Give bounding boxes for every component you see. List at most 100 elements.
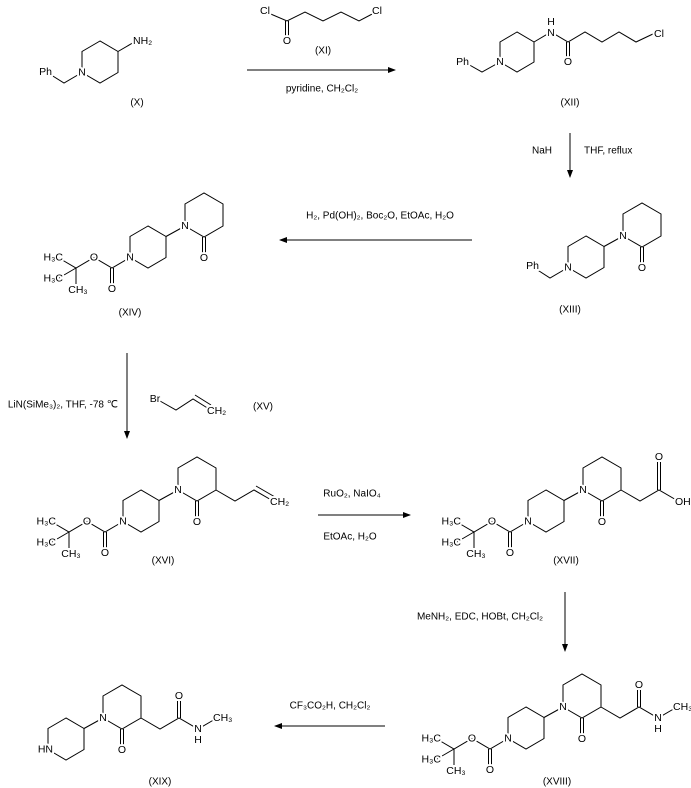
lactam-ring [177, 456, 217, 502]
ring-link-bond [158, 489, 179, 501]
methyl-label: H₃C [37, 516, 57, 528]
boc-bonds [50, 520, 124, 533]
compound-label: (XII) [561, 98, 580, 109]
structure: N O N O O H₃C H₃C CH₃ O OH [440, 449, 691, 562]
compound-xviii: N O N O O H₃C H₃C CH₃ O N H CH₃ (XVIII) [420, 673, 691, 788]
reagent-text: MeNH₂, EDC, HOBt, CH₂Cl₂ [417, 612, 543, 623]
reagent-text: RuO₂, NaIO₄ [323, 489, 380, 500]
lactam-piperidine-core: N O [129, 192, 224, 269]
methylene-label: CH₂ [207, 405, 226, 417]
piperidine-ring [499, 31, 535, 73]
amine-label: HN [38, 744, 53, 756]
atom-cl: Cl [372, 5, 382, 17]
atom-n: N [99, 712, 107, 724]
methyl-label: H₃C [44, 252, 64, 264]
compound-label: (XIII) [559, 305, 581, 316]
ring-link-bond [563, 489, 584, 501]
methyl-label: H₃C [442, 516, 462, 528]
allyl-bonds [215, 489, 274, 502]
atom-h: H [547, 16, 555, 28]
atom-n: N [619, 230, 627, 242]
boc-bonds [57, 256, 131, 269]
compound-xvii: N O N O O H₃C H₃C CH₃ O OH (XVII) [440, 449, 691, 567]
atom-o: O [283, 35, 291, 47]
reagent-text: pyridine, CH₂Cl₂ [286, 84, 358, 95]
phenyl-label: Ph [456, 56, 469, 68]
methylamide-side-chain: O N H CH₃ [140, 688, 234, 748]
structure: N O N O O H₃C H₃C CH₃ CH₂ [35, 456, 291, 563]
atom-br: Br [150, 393, 161, 405]
compound-label: (XIV) [119, 308, 142, 319]
atom-o: O [486, 764, 494, 776]
benzyl-bonds [535, 267, 569, 279]
atom-n: N [119, 516, 127, 528]
lactam-ring [582, 456, 622, 502]
ring-link-bond [83, 717, 104, 729]
acid-bonds [620, 489, 679, 502]
benzyl-bonds [47, 72, 83, 84]
boc-group: N O O H₃C H₃C CH₃ [35, 514, 129, 563]
methyl-label: CH₃ [466, 548, 485, 560]
atom-o: O [175, 690, 183, 702]
boc-group: N O O H₃C H₃C CH₃ [42, 250, 136, 299]
lactam-ring [562, 673, 602, 719]
compound-label: (XVI) [152, 556, 175, 567]
compound-xv: Br CH₂ (XV) [148, 391, 273, 419]
methyl-label: CH₃ [213, 712, 232, 724]
atom-n: N [174, 484, 182, 496]
compound-label: (XI) [315, 46, 331, 57]
methylamide-side-chain: O N H CH₃ [600, 677, 691, 737]
piperidine-ring [567, 235, 605, 279]
methyl-label: H₃C [37, 537, 57, 549]
allyl-bonds [159, 398, 210, 411]
boc-group: N O O H₃C H₃C CH₃ [420, 731, 514, 780]
atom-n: N [547, 27, 555, 39]
ring-link-bond [543, 706, 564, 718]
atom-cl: Cl [654, 28, 664, 40]
atom-o: O [101, 547, 109, 559]
atom-cl: Cl [260, 5, 270, 17]
reagent-text: EtOAc, H₂O [323, 532, 377, 543]
reagent-text: H₂, Pd(OH)₂, Boc₂O, EtOAc, H₂O [306, 211, 454, 222]
lactam-piperidine-core: N O [507, 673, 602, 750]
ring-link-bond [603, 235, 624, 247]
atom-o: O [193, 516, 201, 528]
piperidine-ring [122, 489, 160, 533]
reagent-text: NaH [532, 146, 552, 157]
atom-n: N [496, 56, 504, 68]
atom-n: N [78, 67, 86, 79]
atom-o: O [83, 516, 91, 528]
atom-n: N [524, 516, 532, 528]
methyl-bond [50, 531, 70, 543]
side-chain-bonds [600, 706, 678, 719]
boc-bonds [455, 520, 529, 533]
atom-n: N [181, 220, 189, 232]
structure: N O O N H CH₃ HN [36, 684, 234, 761]
atom-n: N [654, 712, 662, 724]
atom-h: H [654, 723, 662, 735]
ring-link-bond [165, 225, 186, 237]
methyl-bond [435, 748, 455, 760]
atom-n: N [579, 484, 587, 496]
piperidine-ring [507, 706, 545, 750]
atom-o: O [90, 252, 98, 264]
methylene-label: CH₂ [270, 496, 289, 508]
atom-n: N [504, 733, 512, 745]
lactam-ring [184, 192, 224, 238]
piperidine-ring [129, 225, 167, 269]
atom-o: O [564, 56, 572, 68]
side-chain-bonds [140, 717, 218, 730]
compound-label: (X) [130, 98, 143, 109]
benzyl-bonds [465, 61, 501, 73]
atom-o: O [638, 262, 646, 274]
atom-o: O [578, 733, 586, 745]
double-bond [194, 394, 212, 406]
methyl-bond [57, 267, 77, 279]
methyl-label: H₃C [422, 754, 442, 766]
atom-o: O [635, 679, 643, 691]
methyl-label: CH₃ [68, 284, 87, 296]
methyl-label: H₃C [442, 537, 462, 549]
chain-bonds [265, 11, 377, 22]
lactam-piperidine-core: N O [567, 202, 662, 279]
